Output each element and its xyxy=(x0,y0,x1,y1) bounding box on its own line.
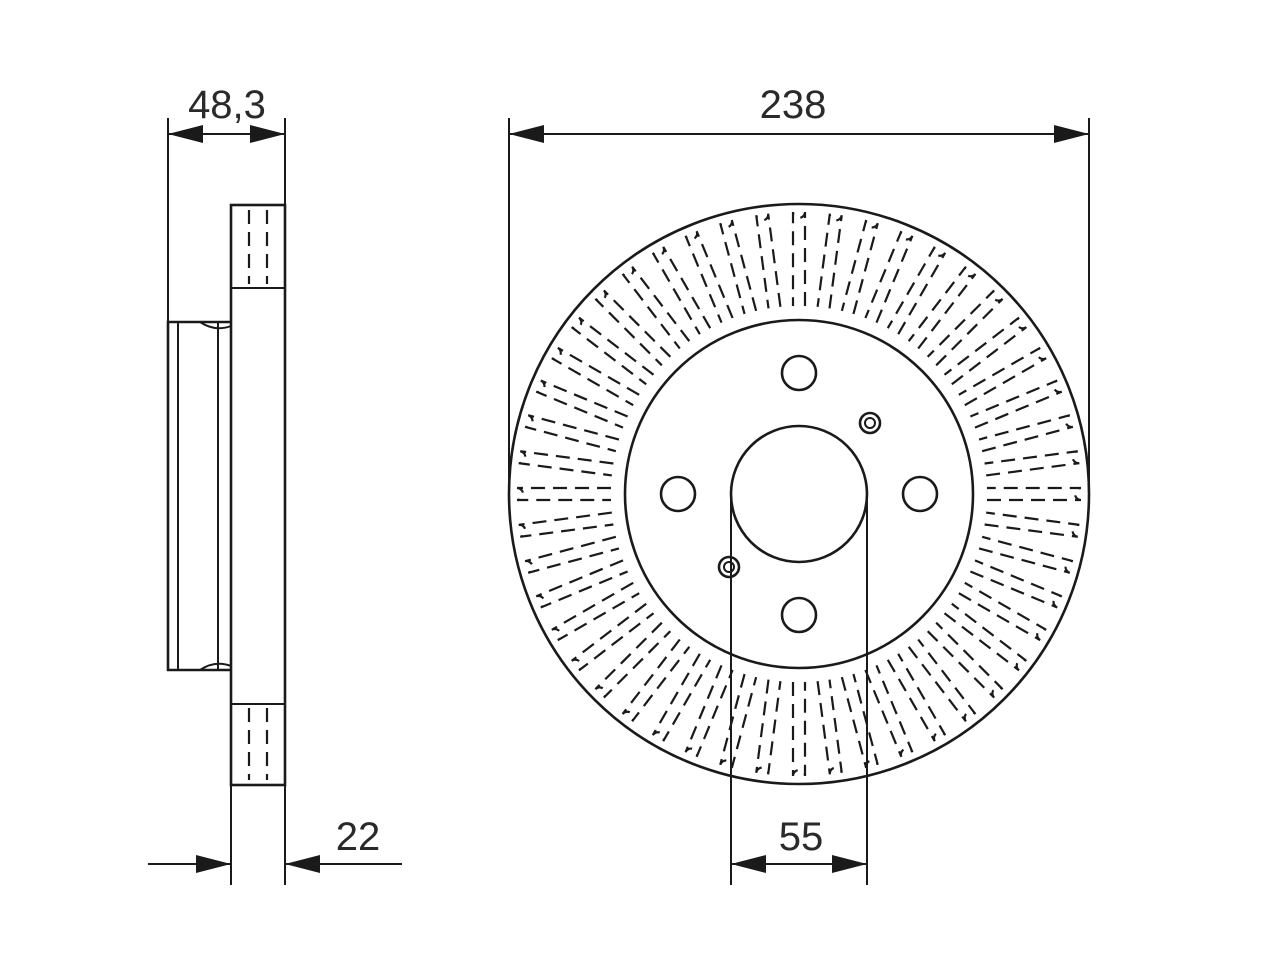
vent-slot xyxy=(518,450,614,477)
locating-hole xyxy=(717,555,741,579)
vent-slot xyxy=(621,265,691,350)
vent-slot xyxy=(926,289,1004,367)
vent-slot xyxy=(755,679,782,775)
vent-slot xyxy=(987,486,1082,502)
side-view-friction-ring xyxy=(229,203,287,787)
vent-slot xyxy=(791,211,807,306)
vent-slot xyxy=(524,414,620,453)
vent-slot xyxy=(943,316,1028,386)
vent-slot xyxy=(969,379,1063,429)
vent-slot xyxy=(926,621,1004,699)
arrow-head xyxy=(1054,125,1089,143)
disc-inner-ring-circle xyxy=(623,318,975,670)
vent-slot xyxy=(864,664,914,758)
bolt-hole xyxy=(780,354,818,392)
dim-label-height: 48,3 xyxy=(188,83,266,127)
arrow-head xyxy=(509,125,544,143)
side-view-hat-fillet-bottom xyxy=(199,662,232,671)
side-view-hat xyxy=(166,320,231,672)
vent-slot xyxy=(516,486,611,502)
vent-slot xyxy=(984,450,1080,477)
bolt-hole xyxy=(780,596,818,634)
vent-slot xyxy=(570,602,655,672)
vent-slot xyxy=(570,316,655,386)
front-view: 238 55 xyxy=(507,83,1091,885)
vent-slot xyxy=(684,230,734,324)
vent-slot xyxy=(969,559,1063,609)
vent-slot xyxy=(551,346,640,407)
vent-slot xyxy=(518,511,614,538)
locating-hole xyxy=(858,411,882,435)
locating-hole-inner xyxy=(864,417,876,429)
vent-slot xyxy=(886,246,947,335)
vent-slot xyxy=(719,219,758,315)
bolt-hole xyxy=(659,475,697,513)
arrow-head xyxy=(285,855,320,873)
arrow-head xyxy=(832,855,867,873)
side-view-hat-fillet-top xyxy=(199,321,232,330)
disc-outer-circle xyxy=(507,202,1091,786)
side-view: 48,3 22 xyxy=(148,83,402,885)
vent-slot xyxy=(535,379,629,429)
vent-slot xyxy=(621,638,691,723)
vent-slot xyxy=(594,621,672,699)
vent-slot xyxy=(907,638,977,723)
vent-slot xyxy=(755,213,782,309)
dim-label-bore: 55 xyxy=(779,815,824,859)
vent-slot xyxy=(984,511,1080,538)
vent-slot xyxy=(816,679,843,775)
vent-slot xyxy=(816,213,843,309)
vent-slot xyxy=(791,682,807,777)
vent-slot xyxy=(651,653,712,742)
arrow-head xyxy=(196,855,231,873)
vent-slot xyxy=(524,535,620,574)
vent-slot xyxy=(840,219,879,315)
arrow-head xyxy=(168,125,203,143)
vent-slot xyxy=(978,535,1074,574)
vent-slot xyxy=(978,414,1074,453)
dim-label-thickness: 22 xyxy=(336,815,381,859)
vent-slot xyxy=(651,246,712,335)
vent-slot xyxy=(684,664,734,758)
locating-hole-inner xyxy=(723,561,735,573)
center-bore xyxy=(729,424,869,564)
vent-slot xyxy=(840,673,879,769)
vent-slot xyxy=(943,602,1028,672)
vent-slot xyxy=(864,230,914,324)
dim-label-diameter: 238 xyxy=(760,83,827,127)
vent-slot xyxy=(594,289,672,367)
vent-slot xyxy=(551,581,640,642)
vent-slot xyxy=(886,653,947,742)
arrow-head xyxy=(731,855,766,873)
bolt-hole xyxy=(901,475,939,513)
vent-slot xyxy=(958,581,1047,642)
vent-slots xyxy=(516,211,1082,777)
vent-slot xyxy=(907,265,977,350)
vent-slot xyxy=(535,559,629,609)
vent-slot xyxy=(958,346,1047,407)
arrow-head xyxy=(250,125,285,143)
